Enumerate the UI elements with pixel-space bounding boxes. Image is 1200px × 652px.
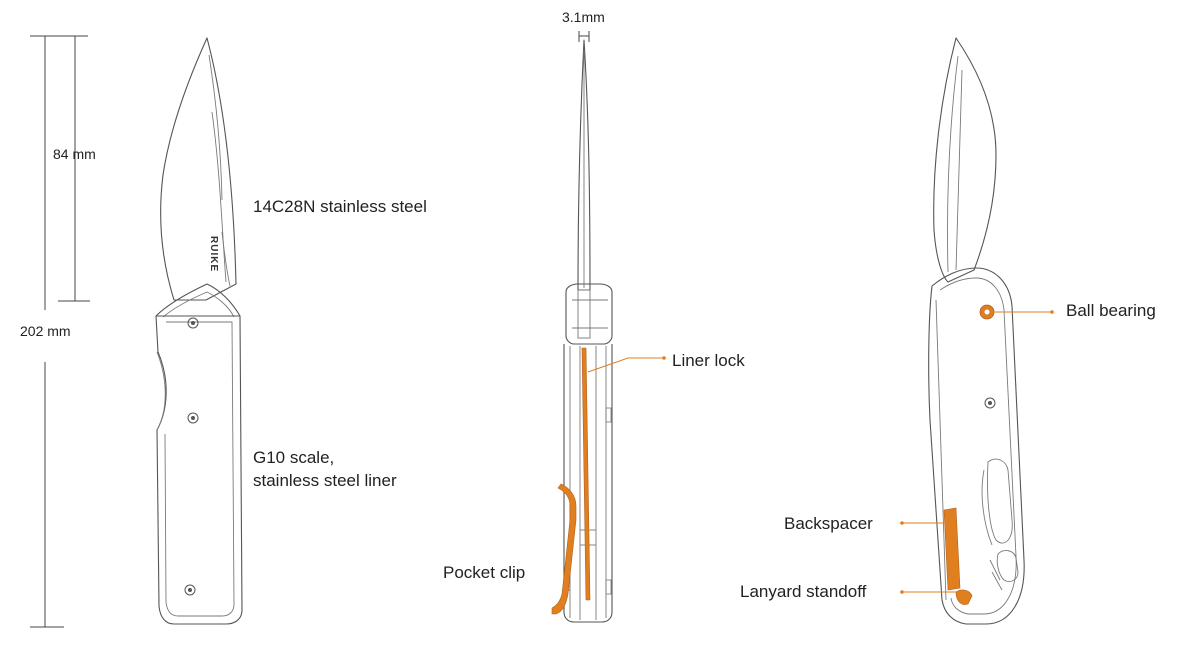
knife-back-view [928,37,1025,625]
pivot-area-outline [565,283,613,345]
lanyard-hole [996,550,1019,583]
blade-length-dimension: 84 mm [53,146,96,162]
lanyard-standoff-label: Lanyard standoff [740,582,867,601]
pocket-clip-label: Pocket clip [443,563,525,582]
thickness-dimension [578,31,590,42]
back-handle-screw [984,397,996,409]
back-handle-outline [928,267,1025,625]
liner-lock-leader [587,356,666,373]
back-blade-grind-line [947,55,959,273]
handle-screw [187,412,199,424]
brand-logo: RUIKE [208,236,219,272]
knife-spine-view [551,39,613,623]
pocket-clip-part [551,483,577,615]
handle-outline [155,315,243,625]
handle-screw [184,584,196,596]
back-blade-outline [933,37,997,283]
blade-material-label: 14C28N stainless steel [253,197,427,216]
blade-ramp [221,231,231,287]
blade-spine-bevel [208,54,223,201]
ball-bearing-leader [994,310,1054,314]
blade-grind-line [211,111,227,283]
overall-length-dimension: 202 mm [20,323,71,339]
liner-lock-part [581,347,591,601]
backspacer-label: Backspacer [784,514,873,533]
handle-spine-outline [563,344,613,623]
knife-front-view: RUIKE [155,37,243,625]
liner-lock-label: Liner lock [672,351,745,370]
dimension-lines [30,35,90,628]
lanyard-standoff-part [955,589,973,605]
backspacer-part [943,507,961,591]
lanyard-standoff-leader [900,590,956,594]
ball-bearing-pivot [979,304,995,320]
lock-bar-cutout [987,458,1013,544]
backspacer-leader [900,521,944,525]
blade-outline [160,37,237,301]
blade-thickness-dimension: 3.1mm [562,9,605,25]
handle-material-label-line2: stainless steel liner [253,471,397,490]
bolster-outline [155,283,241,317]
handle-inner-bevel [164,321,235,617]
handle-screw [187,317,199,329]
ball-bearing-label: Ball bearing [1066,301,1156,320]
handle-material-label-line1: G10 scale, [253,448,334,467]
